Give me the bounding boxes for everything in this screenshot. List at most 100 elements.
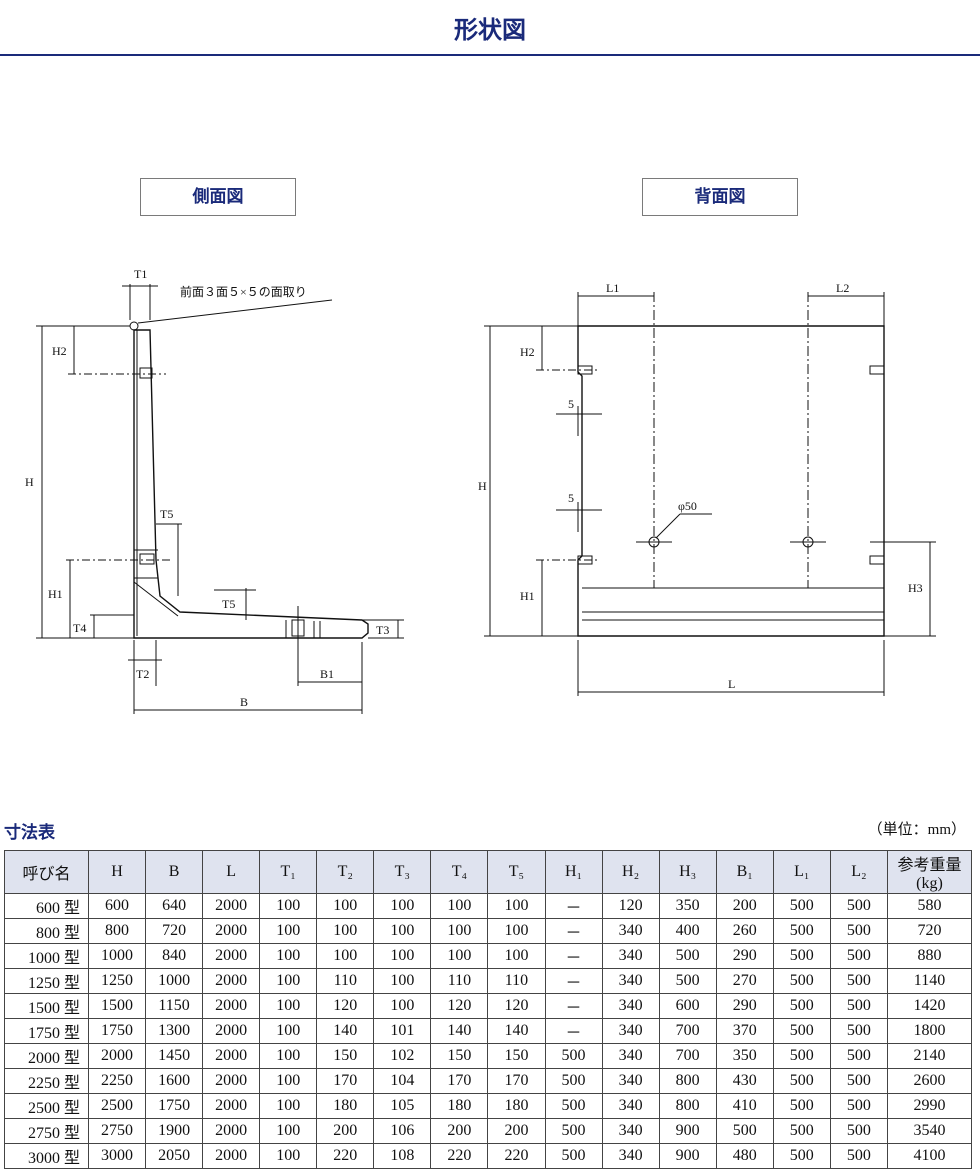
table-cell: 100	[430, 918, 489, 944]
back-phi-label: φ50	[678, 499, 697, 513]
table-cell: 120	[430, 993, 489, 1019]
table-cell: 150	[316, 1043, 375, 1069]
back-view-label-box: 背面図	[642, 178, 798, 216]
table-cell: 120	[487, 993, 546, 1019]
side-view-drawing	[36, 284, 404, 714]
table-cell: 2000	[202, 1118, 261, 1144]
table-row-name: 3000 型	[4, 1143, 89, 1169]
table-cell: 260	[715, 918, 774, 944]
table-cell: 2140	[887, 1043, 972, 1069]
back-view-label: 背面図	[694, 187, 746, 207]
back-5a-label: 5	[568, 397, 574, 411]
back-h1-label: H1	[520, 589, 535, 603]
table-cell: 500	[772, 1093, 831, 1119]
table-cell: 100	[430, 893, 489, 919]
table-cell: 2000	[202, 1143, 261, 1169]
table-cell: 170	[487, 1068, 546, 1094]
table-cell: 170	[430, 1068, 489, 1094]
table-row-name: 800 型	[4, 918, 89, 944]
table-cell: －	[544, 993, 603, 1019]
side-h2-label: H2	[52, 344, 67, 358]
table-cell: 1140	[887, 968, 972, 994]
table-cell: 500	[829, 968, 889, 994]
table-cell: 100	[259, 993, 318, 1019]
table-cell: 500	[772, 1043, 831, 1069]
table-header-cell: L	[202, 850, 261, 894]
side-h1-label: H1	[48, 587, 63, 601]
side-b-label: B	[240, 695, 248, 709]
table-cell: 500	[772, 943, 831, 969]
table-cell: 340	[601, 918, 660, 944]
table-cell: 2000	[87, 1043, 147, 1069]
table-cell: 800	[658, 1068, 717, 1094]
table-header-cell: H₂	[601, 850, 660, 894]
table-cell: 800	[658, 1093, 717, 1119]
table-cell: 500	[544, 1093, 603, 1119]
table-cell: 100	[259, 1018, 318, 1044]
table-cell: 340	[601, 1018, 660, 1044]
table-cell: 340	[601, 1043, 660, 1069]
table-header-cell: 参考重量(kg)	[887, 850, 972, 894]
table-cell: 880	[887, 943, 972, 969]
page-title: 形状図	[454, 16, 526, 44]
table-cell: 500	[829, 1068, 889, 1094]
side-view-outline	[133, 329, 369, 639]
table-cell: 104	[373, 1068, 432, 1094]
table-cell: 100	[259, 918, 318, 944]
table-cell: 100	[373, 918, 432, 944]
table-cell: 100	[259, 1093, 318, 1119]
table-cell: 140	[316, 1018, 375, 1044]
table-header-cell: T₂	[316, 850, 375, 894]
side-t1-label: T1	[134, 267, 147, 281]
table-cell: 2750	[87, 1118, 147, 1144]
table-cell: －	[544, 968, 603, 994]
table-cell: 500	[829, 943, 889, 969]
table-cell: 500	[658, 943, 717, 969]
back-view-labels: L1 L2 H2 5 H 5 φ50 H3 H1 L	[478, 281, 923, 691]
table-header-cell: T₃	[373, 850, 432, 894]
table-cell: 500	[772, 918, 831, 944]
back-view-outline	[577, 325, 885, 637]
table-cell: 600	[87, 893, 147, 919]
table-cell: 700	[658, 1018, 717, 1044]
table-cell: 1000	[145, 968, 204, 994]
table-cell: 500	[772, 968, 831, 994]
unit-label: （単位：mm）	[867, 822, 966, 838]
table-row-name: 1000 型	[4, 943, 89, 969]
table-cell: 500	[544, 1143, 603, 1169]
table-cell: 2000	[202, 918, 261, 944]
table-cell: 1600	[145, 1068, 204, 1094]
table-cell: 500	[544, 1068, 603, 1094]
table-cell: 350	[658, 893, 717, 919]
table-cell: 340	[601, 1093, 660, 1119]
table-cell: 100	[316, 918, 375, 944]
side-t3-label: T3	[376, 623, 389, 637]
table-cell: 2000	[202, 943, 261, 969]
table-cell: 410	[715, 1093, 774, 1119]
table-cell: 720	[145, 918, 204, 944]
table-cell: 2500	[87, 1093, 147, 1119]
table-cell: 110	[430, 968, 489, 994]
table-cell: 340	[601, 968, 660, 994]
table-cell: 1420	[887, 993, 972, 1019]
table-cell: 900	[658, 1143, 717, 1169]
table-cell: 100	[487, 943, 546, 969]
table-cell: 150	[487, 1043, 546, 1069]
side-view-label: 側面図	[192, 187, 244, 207]
table-header-cell: H	[87, 850, 147, 894]
table-cell: 1000	[87, 943, 147, 969]
table-cell: 220	[487, 1143, 546, 1169]
table-cell: 900	[658, 1118, 717, 1144]
table-cell: 500	[829, 1118, 889, 1144]
table-cell: 500	[544, 1118, 603, 1144]
table-cell: 2000	[202, 968, 261, 994]
table-cell: 100	[259, 1068, 318, 1094]
back-h-label: H	[478, 479, 487, 493]
